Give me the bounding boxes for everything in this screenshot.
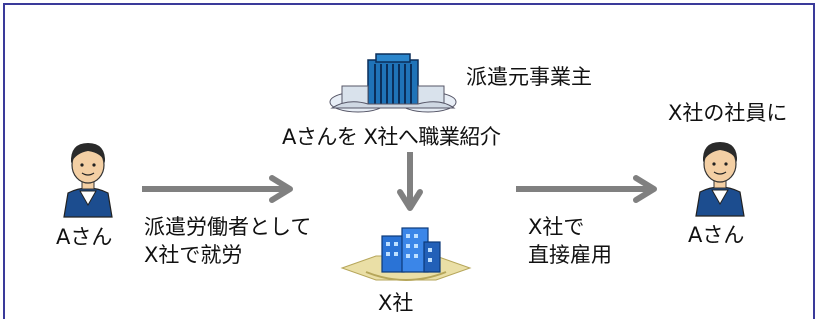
referral-label: Aさんを X社へ職業紹介 [282,125,501,149]
worker-left-icon [63,143,113,218]
dispatch-work-line1: 派遣労働者として [144,215,312,239]
employee-label: X社の社員に [668,101,788,125]
worker-left-label: Aさん [56,225,113,249]
arrow-referral-down [397,152,423,211]
worker-right-icon [695,142,745,217]
worker-right-label: Aさん [688,223,745,247]
company-x-building-icon [340,227,472,281]
arrow-dispatch [142,175,293,203]
dispatch-agency-label: 派遣元事業主 [466,65,592,89]
direct-hire-line2: 直接雇用 [528,243,612,267]
dispatch-work-line2: X社で就労 [144,243,243,267]
dispatch-agency-building-icon [329,53,457,113]
arrow-direct-hire [516,175,657,203]
direct-hire-line1: X社で [528,215,585,239]
company-x-label: X社 [378,291,414,315]
